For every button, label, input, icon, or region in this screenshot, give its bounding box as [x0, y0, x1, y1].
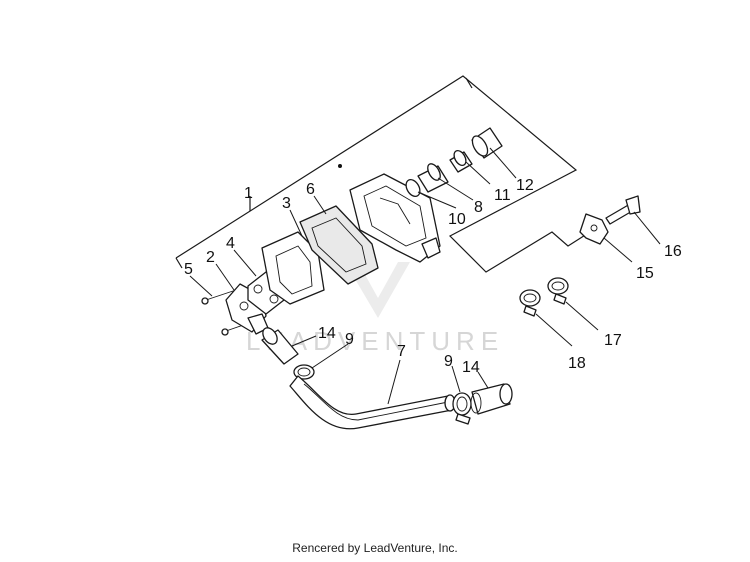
part-6-filter-element — [299, 205, 379, 285]
callout-5: 5 — [184, 261, 193, 278]
callout-17: 17 — [604, 332, 622, 349]
callout-7: 7 — [397, 343, 406, 360]
part-15-bracket — [579, 213, 609, 245]
callout-2: 2 — [206, 249, 215, 266]
leader-lines — [189, 147, 661, 405]
callout-11: 11 — [494, 187, 511, 204]
part-7-curved-hose — [289, 375, 456, 430]
callout-6: 6 — [306, 181, 315, 198]
footer-credit: Rencered by LeadVenture, Inc. — [292, 541, 458, 555]
callout-14-lower: 14 — [462, 359, 480, 376]
callout-8: 8 — [474, 199, 483, 216]
part-17-clamp — [547, 277, 569, 305]
callout-18: 18 — [568, 355, 586, 372]
part-18-clamp — [519, 289, 541, 317]
callout-15: 15 — [636, 265, 654, 282]
callout-14-upper: 14 — [318, 325, 336, 342]
part-14-upper-hose — [261, 327, 299, 365]
part-16-bolt — [605, 195, 641, 225]
callout-9-lower: 9 — [444, 353, 453, 370]
callout-9-upper: 9 — [345, 331, 354, 348]
callout-4: 4 — [226, 235, 235, 252]
tube-fittings — [405, 127, 503, 198]
callout-1: 1 — [244, 185, 253, 202]
assembly-bracket-1 — [175, 75, 591, 273]
callout-3: 3 — [282, 195, 291, 212]
callout-16: 16 — [664, 243, 682, 260]
callout-12: 12 — [516, 177, 534, 194]
part-9-lower-clamp — [452, 392, 472, 425]
part-3-filter-gasket — [261, 231, 325, 305]
callout-10: 10 — [448, 211, 466, 228]
callout-labels: 1 2 3 4 5 6 7 8 9 9 10 11 12 14 14 15 16… — [184, 177, 682, 376]
part-9-upper-clamp — [293, 364, 315, 380]
part-14-lower-hose — [470, 383, 513, 415]
